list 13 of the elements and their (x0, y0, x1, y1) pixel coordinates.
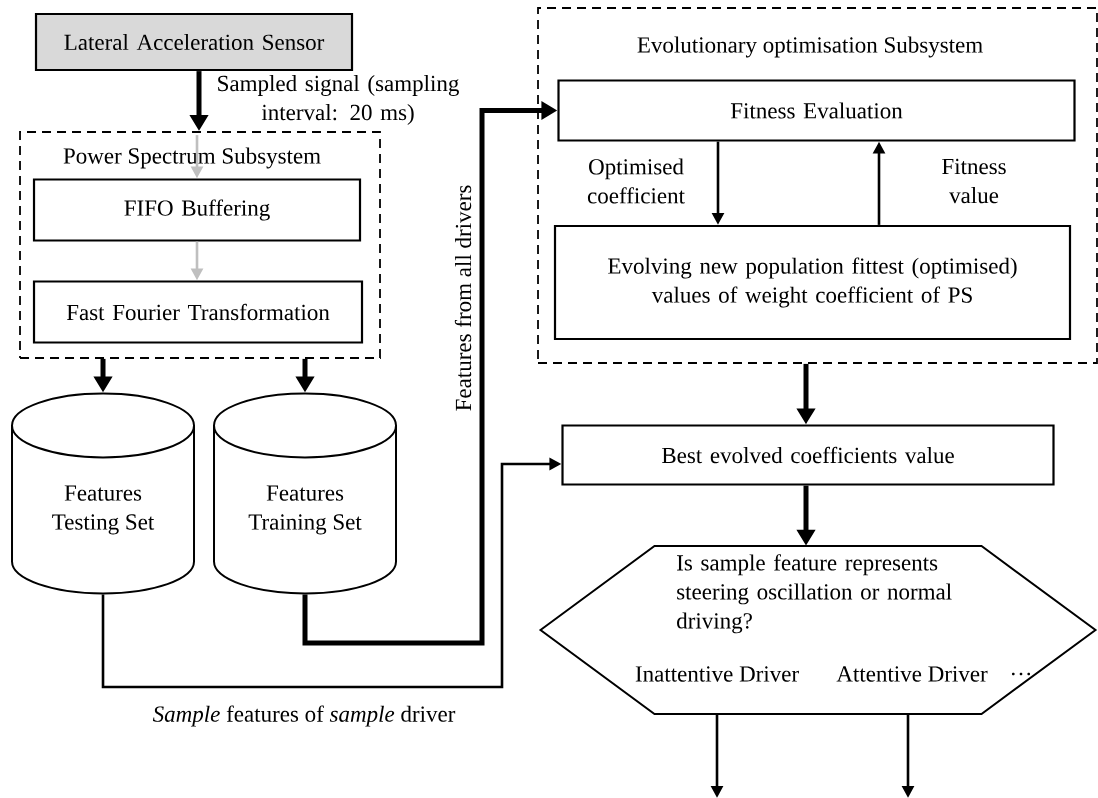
edge-label: Sampled signal (sampling interval: 20 ms) (218, 75, 459, 125)
process-box: Evolving new population fittest (optimised) values of weight coefficient of PS (553, 224, 1072, 341)
edge-label: Fitness value (942, 158, 1006, 204)
database-cylinder: Features Testing Set (11, 392, 195, 595)
process-box: FIFO Buffering (32, 178, 362, 242)
process-box: Lateral Acceleration Sensor (34, 12, 354, 72)
edge-label: Optimised coefficient (587, 158, 685, 204)
edge-label: Features from all drivers (454, 185, 472, 411)
process-box: Fast Fourier Transformation (32, 280, 364, 344)
process-box: Best evolved coefficients value (561, 424, 1055, 486)
edge-label: Sample features of sample driver (152, 705, 456, 727)
process-box: Fitness Evaluation (557, 79, 1076, 142)
database-cylinder: Features Training Set (213, 392, 397, 595)
